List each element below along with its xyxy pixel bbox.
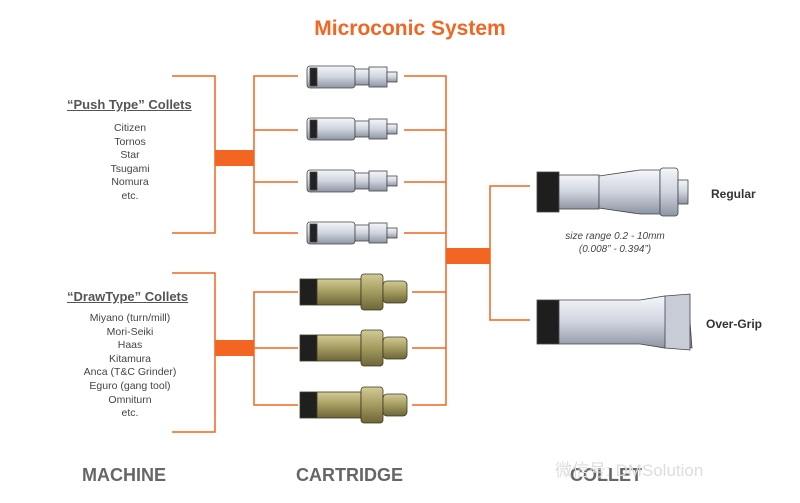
overgrip-collet xyxy=(536,293,693,351)
draw-type-heading: “DrawType” Collets xyxy=(67,289,189,304)
draw-cartridge-2 xyxy=(299,329,408,367)
push-type-list: Citizen Tornos Star Tsugami Nomura etc. xyxy=(70,122,190,204)
size-range-inch: (0.008” - 0.394”) xyxy=(578,244,652,255)
regular-label: Regular xyxy=(711,187,756,201)
machine-column-heading: MACHINE xyxy=(82,465,166,485)
page-title: Microconic System xyxy=(314,17,506,40)
list-item: Omniturn xyxy=(108,393,152,406)
regular-collet xyxy=(536,167,689,217)
draw-cartridge-1 xyxy=(299,273,408,311)
collet-bracket xyxy=(489,185,530,321)
size-range-note: size range 0.2 - 10mm (0.008” - 0.394”) xyxy=(530,230,700,256)
overgrip-label: Over-Grip xyxy=(706,317,763,331)
list-item: Citizen xyxy=(113,122,147,134)
list-item: Eguro (gang tool) xyxy=(89,379,171,392)
list-item: etc. xyxy=(121,189,139,202)
push-type-heading: “Push Type” Collets xyxy=(67,97,192,112)
list-item: Tsugami xyxy=(110,162,150,175)
push-cartridge-bracket xyxy=(253,75,298,234)
list-item: Kitamura xyxy=(108,352,151,365)
push-cartridge-1 xyxy=(306,65,398,89)
cartridge-column-heading: CARTRIDGE xyxy=(296,465,403,485)
draw-type-list: Miyano (turn/mill) Mori-Seiki Haas Kitam… xyxy=(60,312,200,421)
list-item: Mori-Seiki xyxy=(106,325,154,338)
push-cartridge-3 xyxy=(306,169,398,193)
size-range-mm: size range 0.2 - 10mm xyxy=(565,231,665,242)
list-item: Anca (T&C Grinder) xyxy=(83,366,177,379)
list-item: Nomura xyxy=(111,176,149,189)
watermark: 微信号: DMSolution xyxy=(555,461,704,480)
list-item: etc. xyxy=(121,407,139,420)
push-cartridge-2 xyxy=(306,117,398,141)
draw-cartridge-3 xyxy=(299,386,408,424)
cartridge-output-bracket xyxy=(404,75,447,406)
push-connector-bar xyxy=(215,150,254,166)
collet-connector-bar xyxy=(446,248,490,264)
push-cartridge-4 xyxy=(306,221,398,245)
draw-connector-bar xyxy=(215,340,254,356)
list-item: Star xyxy=(120,149,140,162)
list-item: Tornos xyxy=(114,135,146,148)
collet-column-heading: COLLET xyxy=(570,465,642,485)
list-item: Miyano (turn/mill) xyxy=(89,312,171,324)
list-item: Haas xyxy=(117,339,143,352)
